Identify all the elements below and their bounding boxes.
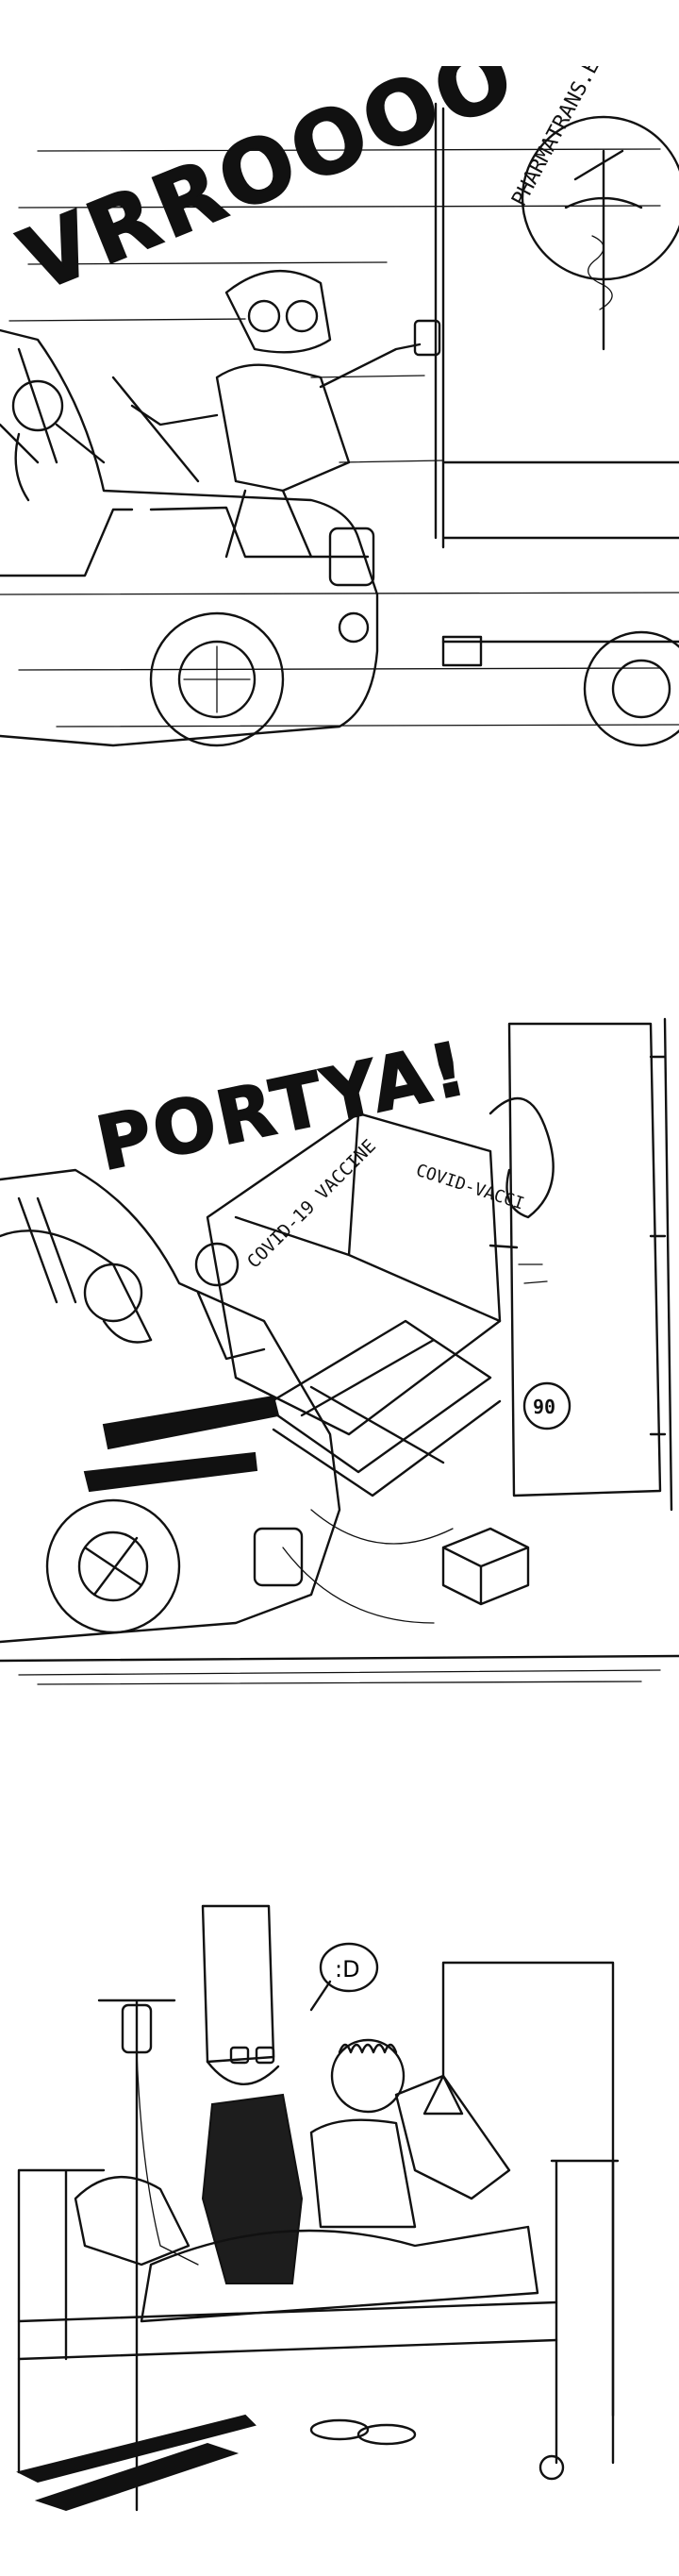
truck-trailer: PHARMATRANS.EU [434, 66, 679, 644]
car-chase-drawing: PHARMATRANS.EU [0, 66, 679, 747]
speech-bubble: :D [309, 1942, 379, 2012]
iv-stand [97, 1999, 199, 2512]
hospital-drawing: :D [16, 1904, 620, 2512]
ground [0, 1509, 679, 1685]
tall-doctor [201, 1904, 304, 2284]
speech-bubble-text: :D [335, 1956, 360, 1982]
truck-door: 90 [489, 1017, 673, 1512]
bumper-hatching [83, 1395, 280, 1493]
car-occupants [83, 1242, 266, 1361]
panel-car-chase: PHARMATRANS.EU [0, 66, 679, 774]
thief-with-goggles [111, 269, 441, 559]
driver [11, 379, 106, 502]
panel-hospital: :D [0, 1887, 679, 2529]
truck-wheel [441, 630, 679, 747]
truck-logo-text: PHARMATRANS.EU [507, 66, 610, 210]
curly-doctor [309, 2038, 417, 2229]
speed-lines [0, 148, 679, 728]
crashing-car [0, 1168, 341, 1644]
bandaged-patient [74, 2074, 539, 2323]
box-label-front: COVID-19 VACCINE [243, 1136, 380, 1273]
sound-effect-vroom: VRROOOO [8, 66, 529, 311]
pallet [262, 1319, 502, 1497]
car [0, 328, 379, 747]
floor-shadows [16, 2414, 257, 2512]
panel-crash: 90 COVID-19 VACCINE COVID-VACCI [0, 981, 679, 1727]
speed-sign-text: 90 [533, 1396, 555, 1418]
crash-drawing: 90 COVID-19 VACCINE COVID-VACCI [0, 1017, 679, 1685]
slippers [309, 2418, 417, 2446]
small-box [441, 1527, 530, 1606]
